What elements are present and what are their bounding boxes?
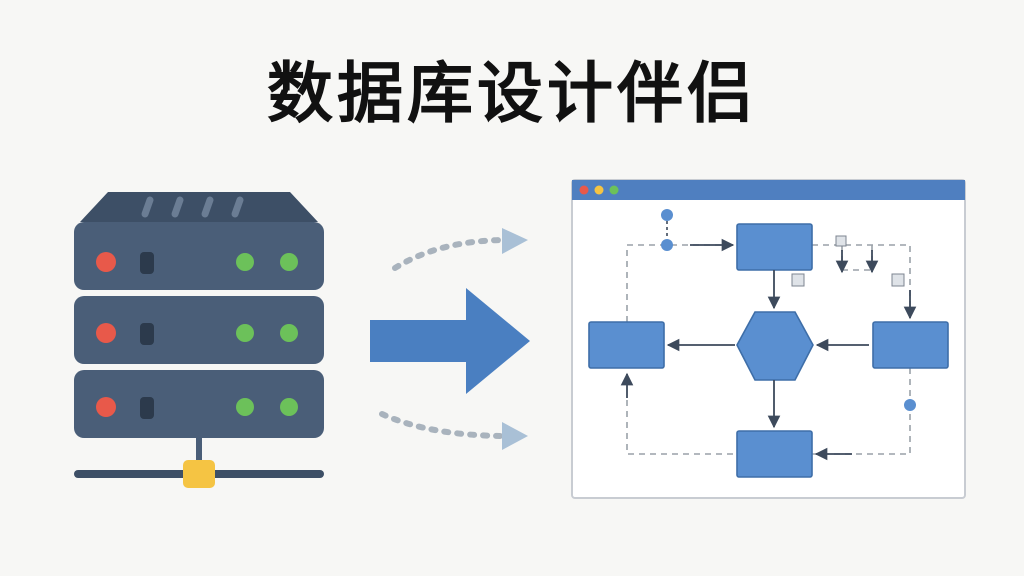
- led-green-3b: [280, 398, 298, 416]
- led-red-3: [96, 397, 116, 417]
- page-title: 数据库设计伴侣: [267, 55, 757, 132]
- led-green-1b: [280, 253, 298, 271]
- key-icon-c: [835, 235, 847, 247]
- slot-2: [140, 323, 154, 345]
- network-connector: [183, 460, 215, 488]
- server-unit-3: [74, 370, 324, 438]
- led-green-2b: [280, 324, 298, 342]
- solid-edges: [620, 238, 917, 461]
- window-dot-yellow: [594, 185, 604, 195]
- key-icon-b: [891, 273, 905, 287]
- dotted-arc-top-head: [502, 228, 528, 254]
- dotted-arc-bottom: [379, 411, 511, 439]
- led-green-2a: [236, 324, 254, 342]
- window-dot-green: [609, 185, 619, 195]
- server-unit-2: [74, 296, 324, 364]
- led-red-2: [96, 323, 116, 343]
- server-top-cap: [80, 192, 318, 222]
- connector-dot-right: [904, 399, 916, 411]
- dotted-arc-bottom-head: [502, 422, 528, 450]
- slot-1: [140, 252, 154, 274]
- server-stack-icon: [74, 192, 324, 488]
- server-vents: [141, 196, 244, 218]
- dotted-arc-arrow-icon: [379, 228, 528, 450]
- connector-dot-mid: [661, 239, 673, 251]
- node-top: [736, 223, 813, 271]
- big-right-arrow-icon: [370, 288, 530, 394]
- connector-dot-top: [661, 209, 673, 221]
- key-icon-a: [791, 273, 805, 287]
- node-left: [588, 321, 665, 369]
- diagram-window-icon: [571, 179, 966, 499]
- window-titlebar: [572, 180, 965, 200]
- node-center-hexagon: [736, 311, 814, 381]
- led-green-1a: [236, 253, 254, 271]
- server-unit-1: [74, 222, 324, 290]
- led-green-3a: [236, 398, 254, 416]
- node-right: [872, 321, 949, 369]
- dotted-arc-top: [392, 237, 511, 271]
- led-red-1: [96, 252, 116, 272]
- window-dot-red: [579, 185, 589, 195]
- node-bottom: [736, 430, 813, 478]
- slot-3: [140, 397, 154, 419]
